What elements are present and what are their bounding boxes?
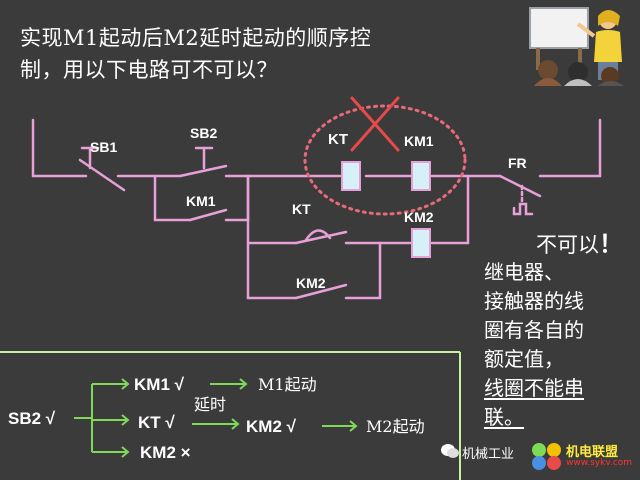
wechat-logo-icon bbox=[441, 444, 459, 458]
flow-sb2: SB2 √ bbox=[8, 409, 56, 428]
teacher-clipart-icon bbox=[526, 4, 636, 86]
km1-coil bbox=[411, 161, 431, 191]
site-logo-icon bbox=[532, 443, 561, 470]
explanation-text: 继电器、 接触器的线 圈有各自的 额定值， 线圈不能串 联。 bbox=[484, 258, 634, 432]
km2-contact-label: KM2 bbox=[296, 275, 326, 291]
explanation-line-5: 线圈不能串 bbox=[484, 376, 584, 400]
kt-coil bbox=[341, 161, 361, 191]
explanation-line-2: 接触器的线 bbox=[484, 289, 584, 313]
question-text: 实现M1起动后M2延时起动的顺序控 制，用以下电路可不可以？ bbox=[20, 22, 450, 86]
explanation-line-4: 额定值， bbox=[484, 347, 564, 371]
explanation-line-1: 继电器、 bbox=[484, 260, 564, 284]
answer-exclamation: ！ bbox=[599, 229, 623, 258]
series-coil-highlight bbox=[303, 104, 467, 216]
km2-coil-label: KM2 bbox=[404, 209, 434, 225]
flow-kt: KT √ bbox=[138, 413, 175, 432]
watermark-url: www.sykv.com bbox=[566, 458, 633, 468]
answer-text: 不可以！ bbox=[536, 224, 623, 259]
km1-coil-label: KM1 bbox=[404, 133, 434, 149]
km1-contact-label: KM1 bbox=[186, 193, 216, 209]
watermark-site: 机电联盟 bbox=[566, 445, 619, 460]
explanation-line-6: 联。 bbox=[484, 405, 524, 429]
explanation-line-3: 圈有各自的 bbox=[484, 318, 584, 342]
km2-coil bbox=[411, 228, 431, 258]
question-line-2: 制，用以下电路可不可以？ bbox=[20, 58, 278, 82]
circuit-wires bbox=[31, 118, 602, 300]
watermark-text: 机械工业 bbox=[462, 447, 515, 462]
kt-contact-label: KT bbox=[292, 201, 311, 217]
sb2-label: SB2 bbox=[190, 125, 217, 141]
cross-mark-icon bbox=[350, 96, 400, 152]
kt-coil-label: KT bbox=[328, 131, 348, 148]
flow-arrows bbox=[74, 378, 358, 458]
flow-m1: M1起动 bbox=[258, 375, 317, 394]
flow-delay: 延时 bbox=[194, 395, 226, 414]
sb1-label: SB1 bbox=[90, 139, 117, 155]
sequence-flow-box: SB2 √ KM1 √ M1起动 KT √ 延时 KM2 √ M2起动 KM2 … bbox=[0, 351, 461, 480]
flow-km2-ok: KM2 √ bbox=[246, 417, 297, 436]
flow-km2-no: KM2 × bbox=[140, 443, 191, 462]
flow-m2: M2起动 bbox=[366, 417, 425, 436]
question-line-1: 实现M1起动后M2延时起动的顺序控 bbox=[20, 26, 372, 50]
flow-km1: KM1 √ bbox=[134, 375, 185, 394]
answer-label: 不可以 bbox=[536, 233, 599, 257]
fr-label: FR bbox=[508, 155, 527, 171]
